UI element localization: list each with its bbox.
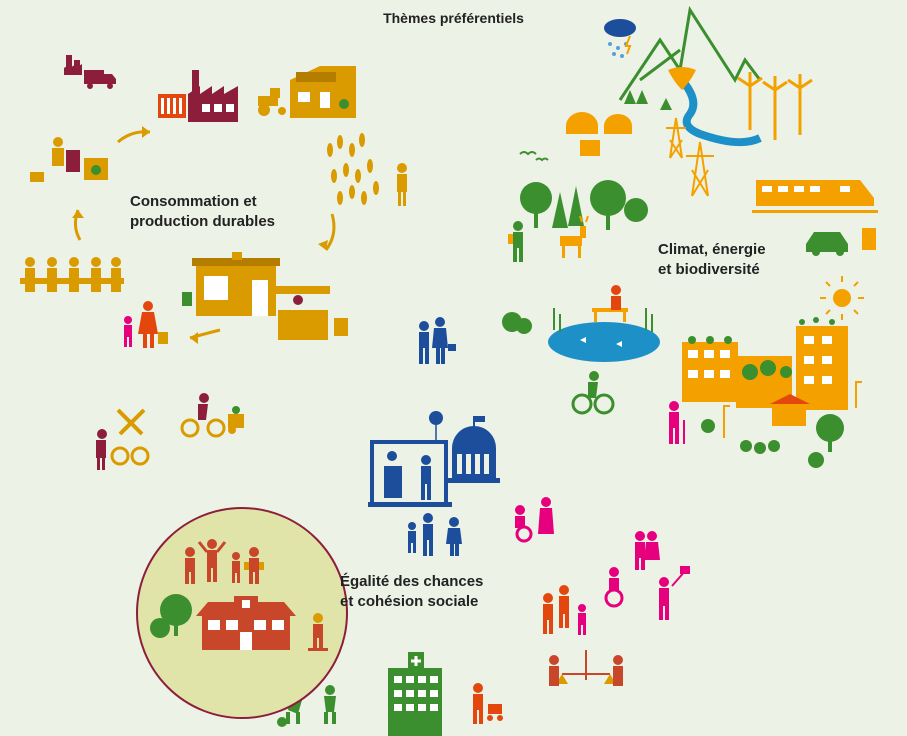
factory-icon	[158, 70, 238, 122]
theme-label-climat: Climat, énergie et biodiversité	[658, 240, 766, 280]
stroller-icon	[473, 683, 503, 724]
podium-speaker-icon	[368, 411, 452, 507]
cloud-rain-icon	[604, 19, 636, 58]
wheelchair-icon	[515, 497, 554, 543]
family-icon	[124, 301, 168, 348]
lamp-posts-icon	[723, 381, 862, 438]
bench-person-icon	[592, 285, 628, 322]
sun-icon	[820, 276, 864, 320]
wind-turbine-icon	[737, 72, 813, 140]
theme-label-egalite: Égalité des chances et cohésion sociale	[340, 572, 483, 612]
skateboarder-icon	[308, 613, 328, 651]
scales-justice-icon	[549, 650, 623, 686]
couple-icon	[419, 317, 456, 364]
mountains-icon	[618, 5, 762, 101]
school-icon	[196, 596, 296, 650]
hospital-icon	[388, 652, 442, 736]
wheelchair-athlete-icon	[604, 567, 624, 608]
theme-label-line: Climat, énergie	[658, 241, 766, 258]
birds-icon	[519, 151, 549, 162]
market-stall-icon	[274, 286, 348, 340]
hiker-icon	[508, 221, 523, 262]
garden-plants-icon	[701, 414, 844, 468]
power-pylon-icon	[666, 117, 714, 197]
pine-trees-icon	[624, 90, 672, 110]
theme-label-line: et biodiversité	[658, 261, 760, 278]
school-trees-icon	[150, 594, 192, 638]
theme-label-line: et cohésion sociale	[340, 593, 479, 610]
biogas-tanks-icon	[566, 112, 632, 156]
green-buildings-icon	[682, 317, 848, 426]
tractor-icon	[258, 88, 286, 116]
cargo-bike-icon	[180, 393, 244, 438]
river-icon	[676, 75, 762, 147]
repair-tools-icon	[96, 408, 150, 470]
town-hall-icon	[448, 416, 500, 483]
cyclist-icon	[571, 371, 615, 415]
farmhouse-icon	[290, 66, 356, 118]
theme-label-line: Consommation et	[130, 193, 257, 210]
shop-icon	[182, 252, 280, 316]
farmer-icon	[397, 163, 407, 206]
theme-label-line: production durables	[130, 213, 276, 230]
diverse-group-icon	[543, 585, 586, 635]
truck-icon	[84, 70, 116, 89]
flag-person-icon	[659, 566, 690, 620]
factory-small-icon	[64, 55, 82, 75]
train-icon	[752, 180, 878, 213]
electric-car-icon	[806, 228, 876, 256]
elderly-person-icon	[669, 401, 685, 444]
deer-icon	[560, 215, 589, 258]
couple-hug-icon	[635, 531, 660, 570]
recycling-bins-icon	[30, 137, 108, 182]
wheat-field-icon	[327, 133, 379, 205]
group-table-icon	[20, 257, 124, 292]
pupils-icon	[185, 539, 264, 584]
theme-label-line: Égalité des chances	[340, 573, 484, 590]
pond-icon	[502, 308, 660, 362]
family-citizens-icon	[408, 513, 462, 556]
dam-icon	[668, 67, 696, 90]
page-title: Thèmes préférentiels	[383, 10, 524, 26]
forest-icon	[520, 180, 648, 230]
theme-label-consommation: Consommation et production durables	[130, 192, 275, 232]
